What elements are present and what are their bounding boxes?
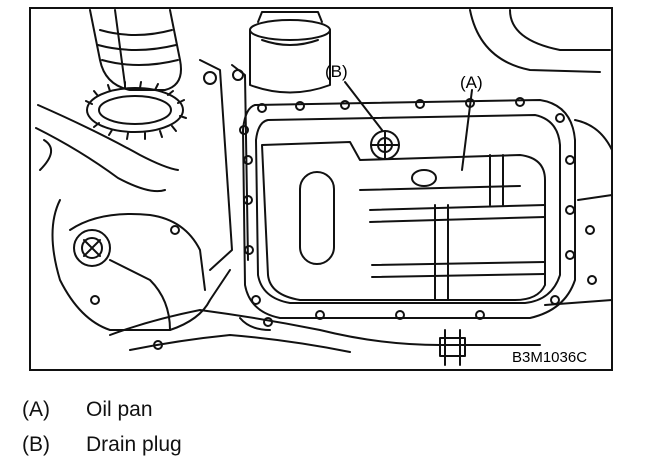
leader-line-b	[344, 81, 383, 131]
leader-line-a	[461, 89, 473, 171]
callout-a: (A)	[460, 73, 483, 92]
legend-key: (A)	[22, 398, 50, 421]
drain-plug	[370, 130, 400, 160]
legend-item-b: (B) Drain plug	[22, 433, 182, 457]
legend-text: Drain plug	[86, 433, 182, 456]
callout-b: (B)	[325, 62, 348, 81]
legend-item-a: (A) Oil pan	[22, 398, 153, 422]
flange-bolts	[239, 97, 575, 320]
legend-text: Oil pan	[86, 398, 153, 421]
reference-code: B3M1036C	[512, 349, 587, 366]
legend-key: (B)	[22, 433, 50, 456]
diagram-frame	[29, 7, 613, 371]
engine-line-art	[35, 9, 613, 366]
